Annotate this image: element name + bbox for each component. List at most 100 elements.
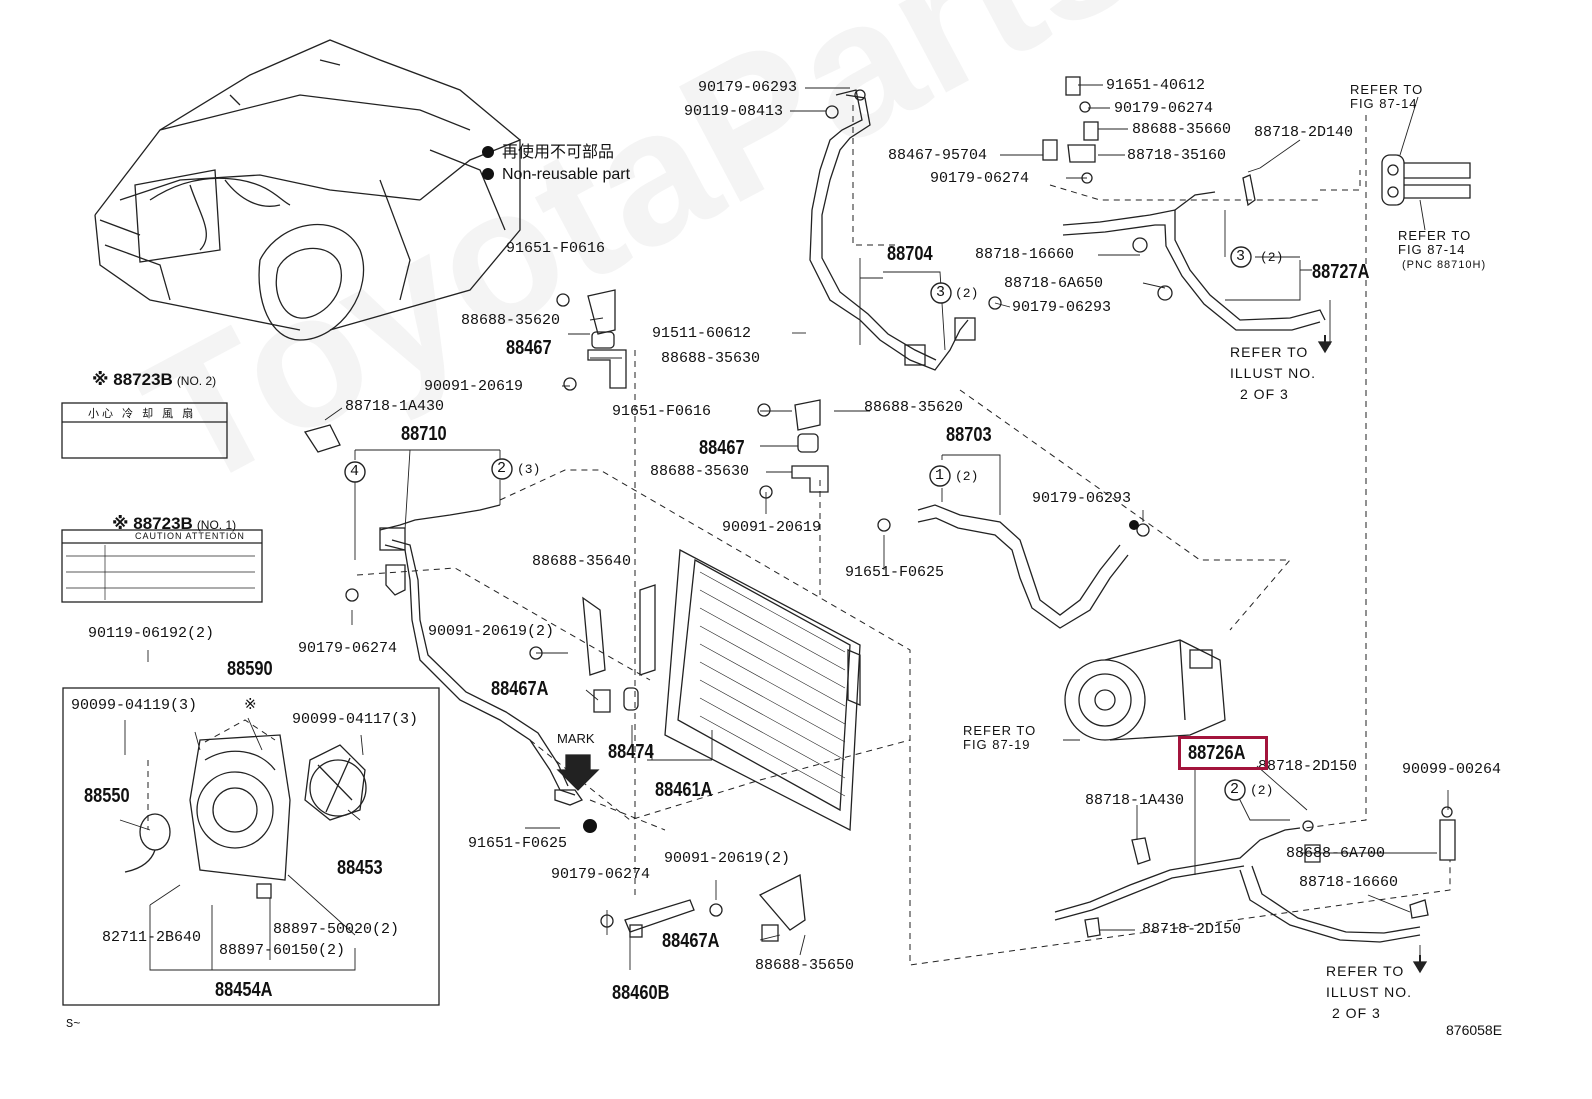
label-sheet-2-title: ※ 88723B(NO. 2) bbox=[92, 370, 216, 390]
assembly-88454A: 88454A bbox=[215, 979, 273, 1001]
assembly-88550: 88550 bbox=[84, 785, 130, 807]
label-88467-95704: 88467-95704 bbox=[888, 147, 988, 164]
assembly-88726A[interactable]: 88726A bbox=[1188, 742, 1246, 764]
bullet-icon bbox=[482, 168, 494, 180]
label-88718-2D150-a: 88718-2D150 bbox=[1258, 758, 1358, 775]
qty-2b: (2) bbox=[1250, 783, 1274, 798]
circle-4: 4 bbox=[350, 463, 360, 480]
assembly-88704: 88704 bbox=[887, 243, 933, 265]
label-90091-20619-a: 90091-20619 bbox=[424, 378, 524, 395]
qty-2a: (3) bbox=[517, 462, 541, 477]
refer-illust-2-line1: REFER TO bbox=[1326, 963, 1405, 979]
refer-illust-1-line2: ILLUST NO. bbox=[1230, 365, 1316, 381]
label-88688-35630-a: 88688-35630 bbox=[661, 350, 761, 367]
assembly-88461A: 88461A bbox=[655, 779, 713, 801]
label-88718-2D150-b: 88718-2D150 bbox=[1142, 921, 1242, 938]
label-88718-35160: 88718-35160 bbox=[1127, 147, 1227, 164]
label-90179-06274-b: 90179-06274 bbox=[930, 170, 1030, 187]
refer-illust-2-line2: ILLUST NO. bbox=[1326, 984, 1412, 1000]
label-91511-60612: 91511-60612 bbox=[652, 325, 752, 342]
refer-illust-1-line1: REFER TO bbox=[1230, 344, 1309, 360]
mark-text: MARK bbox=[557, 731, 595, 746]
assembly-88460B: 88460B bbox=[612, 982, 670, 1004]
assembly-88467A-a: 88467A bbox=[491, 678, 549, 700]
label-91651-F0625-a: 91651-F0625 bbox=[845, 564, 945, 581]
label-2-jp-text: 小心 冷 却 風 扇 bbox=[88, 408, 197, 420]
legend-row-jp: 再使用不可部品 bbox=[482, 142, 630, 164]
label-90179-06293-c: 90179-06293 bbox=[1032, 490, 1132, 507]
refer-illust-2-line3: 2 OF 3 bbox=[1332, 1005, 1381, 1021]
label-2-sub: (NO. 2) bbox=[176, 374, 217, 388]
assembly-88467A-b: 88467A bbox=[662, 930, 720, 952]
label-91651-F0616-a: 91651-F0616 bbox=[506, 240, 606, 257]
qty-3b: (2) bbox=[1260, 250, 1284, 265]
label-1-header-text: CAUTION ATTENTION bbox=[135, 531, 245, 541]
label-88688-35620-a: 88688-35620 bbox=[461, 312, 561, 329]
assembly-88710: 88710 bbox=[401, 423, 447, 445]
assembly-88474: 88474 bbox=[608, 741, 654, 763]
label-90099-04119: 90099-04119(3) bbox=[71, 697, 198, 714]
label-90091-20619-2b: 90091-20619(2) bbox=[664, 850, 791, 867]
refer-fig-87-14-top-line2: FIG 87-14 bbox=[1350, 96, 1418, 111]
label-sheet-1-title: ※ 88723B(NO. 1) bbox=[112, 514, 236, 534]
label-88688-35630-b: 88688-35630 bbox=[650, 463, 750, 480]
label-90119-08413: 90119-08413 bbox=[684, 103, 784, 120]
circle-3-a: 3 bbox=[936, 284, 946, 301]
assembly-88453: 88453 bbox=[337, 857, 383, 879]
legend-row-en: Non-reusable part bbox=[482, 164, 630, 186]
label-90179-06293-top: 90179-06293 bbox=[698, 79, 798, 96]
shroud-mark: ※ bbox=[244, 696, 257, 713]
label-90179-06274-c: 90179-06274 bbox=[298, 640, 398, 657]
refer-fig-87-14-top-line1: REFER TO bbox=[1350, 82, 1424, 97]
label-91651-F0616-b: 91651-F0616 bbox=[612, 403, 712, 420]
circle-3-b: 3 bbox=[1236, 248, 1246, 265]
highlighted-part-box[interactable]: 88726A bbox=[1178, 736, 1268, 770]
refer-illust-1-line3: 2 OF 3 bbox=[1240, 386, 1289, 402]
bullet-icon bbox=[482, 146, 494, 158]
label-90179-06274-d: 90179-06274 bbox=[551, 866, 651, 883]
label-82711-2B640: 82711-2B640 bbox=[102, 929, 202, 946]
label-90099-00264: 90099-00264 bbox=[1402, 761, 1502, 778]
s-mark: S~ bbox=[66, 1017, 81, 1031]
label-1-sub: (NO. 1) bbox=[196, 518, 237, 532]
label-88718-1A430-b: 88718-1A430 bbox=[1085, 792, 1185, 809]
legend-text-en: Non-reusable part bbox=[502, 166, 631, 183]
assembly-88590: 88590 bbox=[227, 658, 273, 680]
label-88688-6A700: 88688-6A700 bbox=[1286, 845, 1386, 862]
label-90099-04117: 90099-04117(3) bbox=[292, 711, 419, 728]
label-88688-35650: 88688-35650 bbox=[755, 957, 855, 974]
compressor-drawing bbox=[1064, 639, 1226, 741]
label-91651-F0625-b: 91651-F0625 bbox=[468, 835, 568, 852]
label-88718-6A650: 88718-6A650 bbox=[1004, 275, 1104, 292]
label-90119-06192: 90119-06192(2) bbox=[88, 625, 215, 642]
legend-text-jp: 再使用不可部品 bbox=[502, 144, 615, 161]
label-1-title: ※ 88723B bbox=[112, 514, 193, 533]
circle-1: 1 bbox=[935, 467, 945, 484]
label-90091-20619-2a: 90091-20619(2) bbox=[428, 623, 555, 640]
refer-fig-87-19-line2: FIG 87-19 bbox=[963, 737, 1031, 752]
assembly-88467-a: 88467 bbox=[506, 337, 552, 359]
label-2-title: ※ 88723B bbox=[92, 370, 173, 389]
circle-2-b: 2 bbox=[1230, 781, 1240, 798]
label-90179-06293-b: 90179-06293 bbox=[1012, 299, 1112, 316]
refer-fig-87-14-bottom-line1: REFER TO bbox=[1398, 228, 1472, 243]
label-88688-35660: 88688-35660 bbox=[1132, 121, 1232, 138]
label-88718-16660-b: 88718-16660 bbox=[1299, 874, 1399, 891]
label-88897-60150: 88897-60150(2) bbox=[219, 942, 346, 959]
assembly-88703: 88703 bbox=[946, 424, 992, 446]
condenser-drawing bbox=[639, 548, 861, 832]
qty-1: (2) bbox=[955, 469, 979, 484]
label-88718-16660-a: 88718-16660 bbox=[975, 246, 1075, 263]
label-88718-2D140: 88718-2D140 bbox=[1254, 124, 1354, 141]
qty-3a: (2) bbox=[955, 286, 979, 301]
label-88718-1A430-a: 88718-1A430 bbox=[345, 398, 445, 415]
diagram-code: 876058E bbox=[1446, 1022, 1503, 1038]
label-88897-50020: 88897-50020(2) bbox=[273, 921, 400, 938]
label-88688-35640: 88688-35640 bbox=[532, 553, 632, 570]
label-88688-35620-b: 88688-35620 bbox=[864, 399, 964, 416]
circle-2-a: 2 bbox=[497, 460, 507, 477]
label-91651-40612: 91651-40612 bbox=[1106, 77, 1206, 94]
assembly-88727A: 88727A bbox=[1312, 261, 1370, 283]
refer-fig-87-14-bottom-line2: FIG 87-14 bbox=[1398, 242, 1466, 257]
